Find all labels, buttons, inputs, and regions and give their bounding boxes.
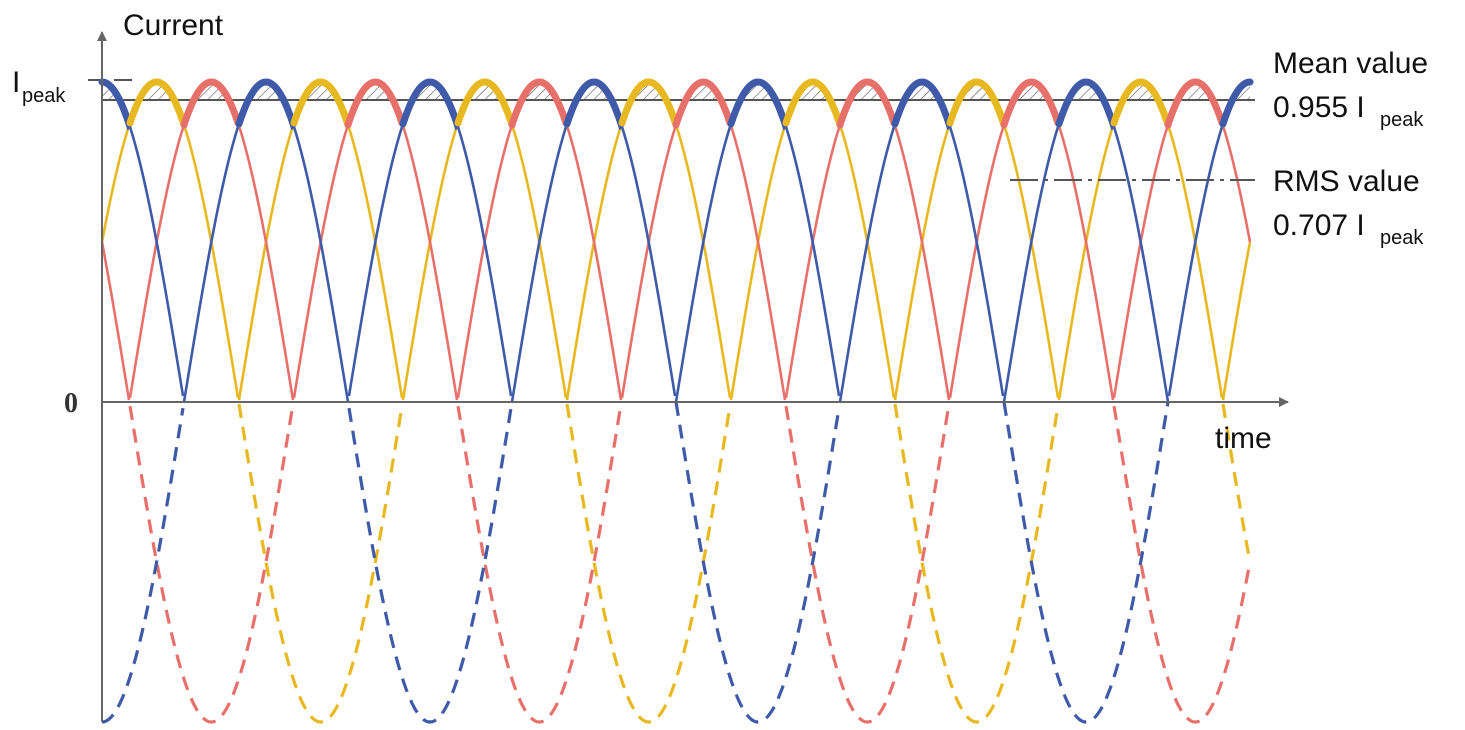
- blue-rectified-arc: [101, 80, 185, 397]
- x-axis-label: time: [1215, 422, 1272, 455]
- negative-half-waves: [101, 401, 1252, 724]
- mean-value-subscript: peak: [1380, 109, 1424, 131]
- yellow-negative-lobe: [893, 403, 1060, 724]
- yellow-envelope-segment: [618, 78, 680, 129]
- zero-label: 0: [64, 388, 78, 419]
- red-envelope-segment: [180, 78, 243, 129]
- blue-envelope-segment: [399, 78, 462, 131]
- red-envelope-segment: [344, 78, 407, 129]
- blue-envelope-segment: [1055, 78, 1118, 131]
- blue-envelope-segment: [1219, 78, 1254, 128]
- yellow-negative-lobe: [237, 403, 404, 724]
- yellow-envelope-segment: [290, 78, 352, 129]
- red-positive-arc: [100, 241, 131, 401]
- red-envelope-segment: [836, 78, 899, 129]
- red-envelope-segment: [672, 78, 735, 129]
- blue-envelope-segment: [891, 78, 954, 131]
- mean-value-title: Mean value: [1273, 47, 1428, 80]
- blue-negative-lobe: [347, 407, 513, 724]
- blue-envelope-segment: [98, 78, 134, 131]
- mean-value-number: 0.955 I: [1273, 91, 1365, 124]
- blue-negative-lobe: [1002, 401, 1170, 724]
- yellow-rectified-arc: [1221, 241, 1252, 401]
- blue-envelope-segment: [727, 78, 790, 131]
- red-negative-lobe: [784, 403, 951, 724]
- red-envelope-segment: [508, 78, 571, 129]
- yellow-positive-arc: [100, 80, 240, 399]
- red-envelope-segment: [1000, 78, 1063, 129]
- red-negative-lobe: [1112, 405, 1252, 724]
- yellow-envelope-segment: [126, 78, 188, 129]
- y-axis-label: Current: [123, 9, 224, 42]
- blue-negative-lobe: [101, 407, 185, 724]
- yellow-envelope-segment: [782, 78, 844, 129]
- rms-value-subscript: peak: [1380, 227, 1424, 249]
- peak-label: I peak: [12, 66, 66, 107]
- yellow-envelope-segment: [454, 78, 516, 129]
- peak-subscript: peak: [22, 85, 66, 107]
- red-envelope-segment: [1164, 78, 1227, 129]
- red-negative-lobe: [456, 403, 623, 724]
- yellow-envelope-segment: [1110, 78, 1172, 129]
- rms-value-title: RMS value: [1273, 165, 1420, 198]
- peak-symbol: I: [12, 66, 20, 99]
- yellow-negative-lobe: [1221, 403, 1252, 563]
- blue-envelope-segment: [563, 78, 626, 131]
- blue-negative-lobe: [674, 401, 841, 724]
- blue-positive-arc: [1167, 80, 1251, 397]
- yellow-envelope-segment: [946, 78, 1008, 129]
- output-envelope: [98, 78, 1254, 131]
- rectified-waves: [100, 80, 1252, 403]
- yellow-negative-lobe: [565, 403, 732, 724]
- red-negative-lobe: [128, 403, 295, 724]
- red-rectified-arc: [1112, 80, 1252, 399]
- blue-envelope-segment: [235, 78, 298, 131]
- rms-value-number: 0.707 I: [1273, 209, 1365, 242]
